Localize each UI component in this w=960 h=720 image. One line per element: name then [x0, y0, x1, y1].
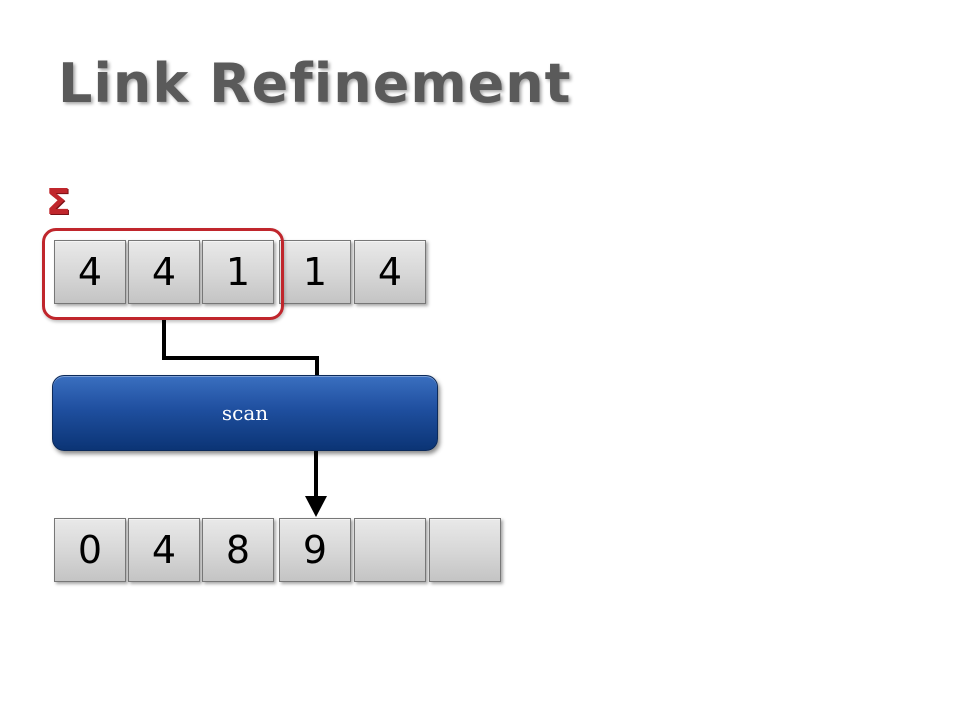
connector-horizontal-line	[162, 356, 319, 360]
output-cell: 0	[54, 518, 126, 582]
output-cell: 4	[128, 518, 200, 582]
output-cell: 9	[279, 518, 351, 582]
scan-label: scan	[221, 401, 269, 425]
input-cell: 1	[202, 240, 274, 304]
input-cell: 4	[54, 240, 126, 304]
input-cell: 1	[279, 240, 351, 304]
connector-into-scan-line	[315, 356, 319, 376]
output-arrow-line	[314, 451, 318, 499]
sigma-icon: Σ	[46, 182, 71, 223]
scan-box: scan	[52, 375, 438, 451]
summed-group-highlight	[42, 228, 284, 320]
output-cell	[354, 518, 426, 582]
slide-title: Link Refinement	[58, 52, 572, 115]
output-cell: 8	[202, 518, 274, 582]
input-cell: 4	[128, 240, 200, 304]
arrow-down-icon	[305, 496, 327, 517]
connector-down-line	[162, 320, 166, 360]
input-cell: 4	[354, 240, 426, 304]
output-cell	[429, 518, 501, 582]
